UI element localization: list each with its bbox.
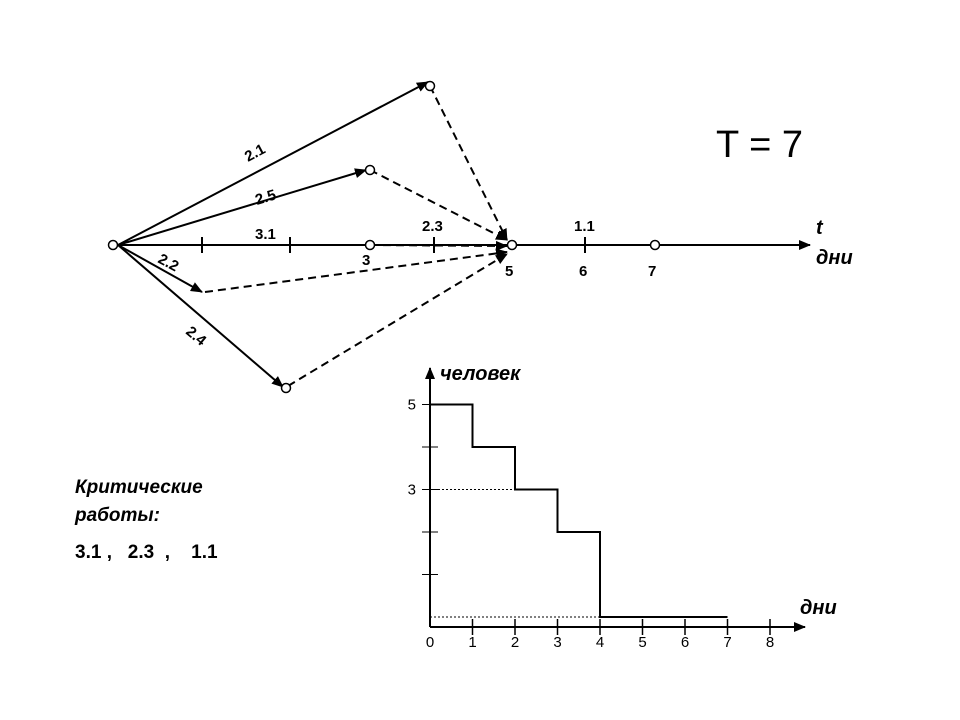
label-activity-2-4: 2.4 [182,323,209,350]
arrow-activity-2-5 [117,168,367,246]
x-tick-label: 6 [681,634,689,651]
node-start [107,239,119,251]
x-tick-label: 3 [553,634,561,651]
dashed-arrow-3 [369,240,508,251]
dashed-arrow-2-4 [287,253,508,387]
label-day-6: 6 [579,263,587,280]
arrow-activity-2-4 [117,244,284,388]
chart-x-axis-label: дни [800,597,837,619]
node-day-5 [506,239,518,251]
label-activity-2-5: 2.5 [253,186,278,208]
node-day-7 [649,239,661,251]
label-activity-3-1: 3.1 [255,226,276,243]
total-time-label: T = 7 [716,124,803,166]
node-2-1-end [424,80,436,92]
arrow-activity-2-1 [117,81,429,246]
axis-label-days: дни [816,247,853,269]
x-tick-label: 0 [426,634,434,651]
x-tick-label: 5 [638,634,646,651]
x-tick-label: 8 [766,634,774,651]
node-2-4-end [280,382,292,394]
resource-chart: человек дни 0 1 2 3 4 5 6 7 8 3 5 [408,363,837,651]
node-day-3 [364,239,376,251]
dashed-arrow-2-2 [204,248,508,293]
label-activity-2-2: 2.2 [155,251,181,276]
y-tick-label: 3 [408,482,416,499]
critical-works-list: 3.1 , 2.3 , 1.1 [75,542,218,563]
x-tick-label: 2 [511,634,519,651]
label-activity-2-3: 2.3 [422,218,443,235]
x-tick-label: 7 [723,634,731,651]
label-day-3: 3 [362,252,370,269]
arrow-activity-2-2 [117,244,203,293]
dashed-arrow-2-1 [429,85,508,241]
x-tick-label: 1 [468,634,476,651]
label-day-7: 7 [648,263,656,280]
x-tick-label: 4 [596,634,604,651]
critical-works-title: Критические работы: [75,477,203,526]
axis-label-t: t [816,217,824,239]
label-activity-2-1: 2.1 [242,141,268,166]
chart-y-axis-label: человек [440,363,521,385]
y-tick-label: 5 [408,397,416,414]
label-activity-1-1: 1.1 [574,218,595,235]
node-2-5-end [364,164,376,176]
label-day-5: 5 [505,263,513,280]
resource-step-line [430,403,728,618]
